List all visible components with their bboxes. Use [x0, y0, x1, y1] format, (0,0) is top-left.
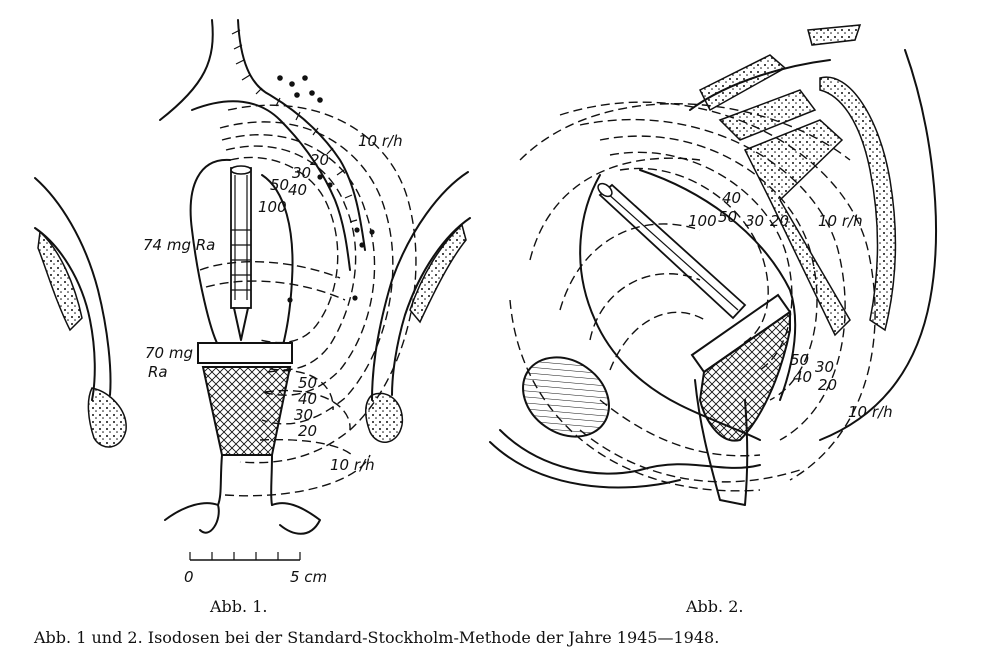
fig1-label-100: 100: [258, 198, 287, 216]
fig1-source-upper: 74 mg Ra: [143, 236, 215, 254]
fig2-label-lower-20: 20: [818, 376, 837, 394]
fig2-label-10-side: 10 r/h: [818, 212, 863, 230]
fig2-label-40: 40: [722, 189, 741, 207]
fig1-label-30: 30: [292, 164, 311, 182]
fig1-caption: Abb. 1.: [209, 597, 267, 616]
fig1-label-lower-10: 10 r/h: [330, 456, 375, 474]
fig2-label-20: 20: [770, 212, 789, 230]
fig1-label-20: 20: [310, 151, 329, 169]
fig2-caption: Abb. 2.: [685, 597, 743, 616]
fig1-source-lower-2: Ra: [148, 363, 168, 381]
figure-1-drawing: 10 r/h 20 30 40 50 100 74 mg Ra 70 mg Ra…: [34, 19, 471, 586]
fig1-label-lower-40: 40: [298, 390, 317, 408]
fig2-label-lower-40: 40: [793, 368, 812, 386]
fig1-label-50: 50: [270, 176, 289, 194]
fig2-label-outer-10: 10 r/h: [848, 403, 893, 421]
fig1-label-40: 40: [288, 181, 307, 199]
fig2-label-100: 100: [688, 212, 717, 230]
fig1-label-lower-20: 20: [298, 422, 317, 440]
main-caption: Abb. 1 und 2. Isodosen bei der Standard-…: [33, 628, 719, 647]
fig2-label-50: 50: [718, 208, 737, 226]
fig1-source-lower-1: 70 mg: [145, 344, 193, 362]
fig1-label-lower-50: 50: [298, 374, 317, 392]
figure-2-isodose-lines: [509, 101, 876, 492]
fig2-label-lower-50: 50: [790, 351, 809, 369]
scale-end-label: 5 cm: [290, 568, 327, 586]
scale-bar: 0 5 cm: [184, 552, 327, 586]
scale-start-label: 0: [184, 568, 194, 586]
figure-1-isodose-lines: [199, 104, 417, 497]
fig1-label-10: 10 r/h: [358, 132, 403, 150]
fig2-label-30: 30: [745, 212, 764, 230]
fig2-label-lower-30: 30: [815, 358, 834, 376]
fig1-label-lower-30: 30: [294, 406, 313, 424]
figure-2-drawing: 40 100 50 30 20 10 r/h 50 30 40 20 10 r/…: [489, 24, 937, 506]
